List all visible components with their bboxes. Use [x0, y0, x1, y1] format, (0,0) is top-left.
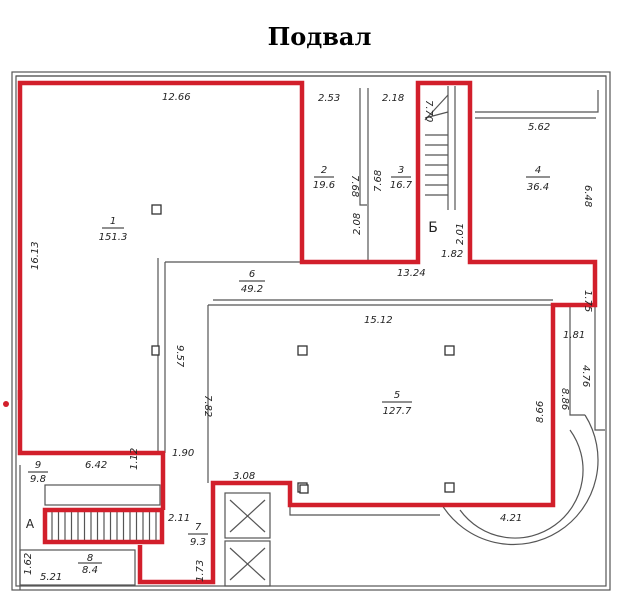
svg-text:5: 5 [394, 390, 400, 401]
svg-text:13.24: 13.24 [397, 268, 426, 279]
staircase-a [51, 512, 157, 540]
svg-text:1.62: 1.62 [23, 553, 34, 575]
svg-text:2.08: 2.08 [352, 213, 363, 235]
svg-text:9.8: 9.8 [30, 474, 46, 485]
stair-b-label: Б [428, 220, 438, 236]
svg-text:9: 9 [35, 460, 41, 471]
svg-text:4.21: 4.21 [500, 513, 522, 524]
svg-text:151.3: 151.3 [99, 232, 128, 243]
svg-text:7.82: 7.82 [202, 395, 213, 417]
room-1: 1 151.3 [99, 216, 128, 243]
svg-text:5.62: 5.62 [528, 122, 550, 133]
svg-text:8: 8 [87, 553, 93, 564]
svg-text:127.7: 127.7 [383, 406, 412, 417]
room-3: 316.7 [390, 165, 413, 191]
svg-text:6.48: 6.48 [582, 185, 593, 207]
svg-text:4.76: 4.76 [580, 365, 591, 387]
columns [151, 204, 455, 494]
stair-a-label: А [26, 517, 35, 531]
svg-text:2.01: 2.01 [455, 223, 466, 245]
svg-text:1: 1 [110, 216, 116, 227]
svg-text:5.21: 5.21 [40, 572, 62, 583]
svg-text:2: 2 [321, 165, 327, 176]
svg-text:3: 3 [398, 165, 404, 176]
svg-text:16.13: 16.13 [30, 241, 41, 270]
elevator-shafts [224, 492, 271, 587]
svg-text:6: 6 [249, 269, 255, 280]
svg-text:12.66: 12.66 [162, 92, 191, 103]
svg-text:16.7: 16.7 [390, 180, 413, 191]
svg-text:19.6: 19.6 [313, 180, 335, 191]
svg-text:36.4: 36.4 [527, 182, 549, 193]
room-7: 79.3 [188, 522, 208, 548]
svg-text:1.73: 1.73 [195, 560, 206, 582]
walls [11, 71, 611, 591]
floor-title: Подвал [267, 22, 372, 51]
svg-text:7: 7 [195, 522, 202, 533]
svg-text:7.68: 7.68 [373, 170, 384, 192]
svg-text:7.70: 7.70 [423, 100, 434, 122]
dimensions: 12.66 16.13 2.53 7.68 2.08 2.18 7.68 7.7… [23, 92, 593, 583]
svg-text:1.90: 1.90 [172, 448, 194, 459]
staircase-b [424, 86, 456, 210]
svg-text:2.11: 2.11 [168, 513, 190, 524]
svg-text:8.4: 8.4 [82, 565, 98, 576]
svg-text:3.08: 3.08 [233, 471, 255, 482]
room-6: 649.2 [239, 269, 265, 295]
svg-text:4: 4 [535, 165, 541, 176]
svg-text:1.12: 1.12 [129, 448, 140, 470]
room-9: 99.8 [28, 460, 48, 485]
room-4: 436.4 [526, 165, 550, 193]
room-5: 5 127.7 [382, 390, 412, 417]
red-boundary [17, 80, 598, 585]
svg-text:8.66: 8.66 [535, 401, 546, 423]
svg-text:7.68: 7.68 [349, 175, 360, 197]
room-8: 88.4 [78, 553, 102, 576]
svg-text:15.12: 15.12 [364, 315, 393, 326]
svg-text:1.82: 1.82 [441, 249, 463, 260]
svg-text:8.86: 8.86 [559, 388, 570, 410]
svg-text:2.53: 2.53 [318, 93, 340, 104]
room-2: 219.6 [313, 165, 335, 191]
svg-text:49.2: 49.2 [241, 284, 263, 295]
svg-text:6.42: 6.42 [85, 460, 107, 471]
svg-text:9.57: 9.57 [174, 345, 185, 368]
svg-text:2.18: 2.18 [382, 93, 404, 104]
svg-text:1.75: 1.75 [582, 290, 593, 312]
svg-text:1.81: 1.81 [563, 330, 585, 341]
svg-text:9.3: 9.3 [190, 537, 206, 548]
